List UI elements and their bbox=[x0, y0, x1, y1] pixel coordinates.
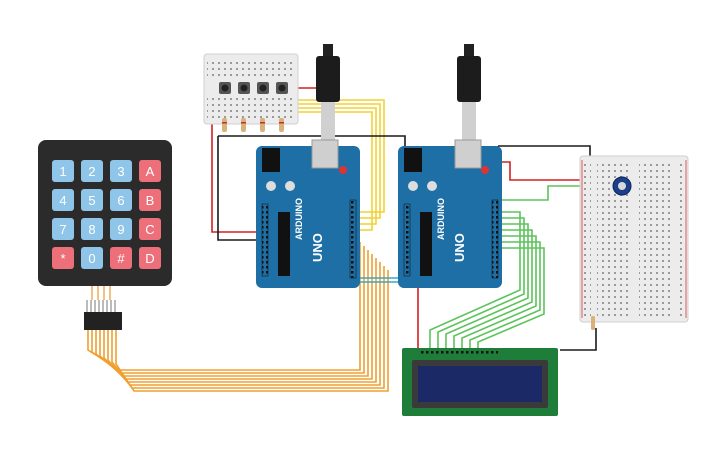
keypad-key-face bbox=[110, 247, 132, 269]
keypad-key-face bbox=[52, 160, 74, 182]
arduino-model-text: UNO bbox=[310, 233, 325, 262]
keypad-pins bbox=[86, 300, 116, 312]
keypad-wires bbox=[87, 242, 389, 392]
keypad-key-face bbox=[110, 218, 132, 240]
keypad-key-face bbox=[139, 247, 161, 269]
keypad-key-*[interactable]: * bbox=[52, 247, 74, 269]
keypad-connector bbox=[84, 312, 122, 330]
keypad-key-face bbox=[81, 189, 103, 211]
keypad-key-face bbox=[81, 160, 103, 182]
keypad-key-face bbox=[81, 247, 103, 269]
usb-plug-left bbox=[323, 44, 333, 56]
keypad-key-label: A bbox=[146, 164, 155, 179]
atmega-chip bbox=[420, 212, 432, 276]
keypad-key-A[interactable]: A bbox=[139, 160, 161, 182]
arduino-brand-text: ARDUINO bbox=[294, 198, 304, 240]
arduino-brand-text: ARDUINO bbox=[436, 198, 446, 240]
keypad-key-#[interactable]: # bbox=[110, 247, 132, 269]
keypad-key-B[interactable]: B bbox=[139, 189, 161, 211]
keypad-key-label: C bbox=[145, 222, 154, 237]
keypad-key-label: D bbox=[145, 251, 154, 266]
keypad-key-label: 0 bbox=[88, 251, 95, 266]
keypad-key-6[interactable]: 6 bbox=[110, 189, 132, 211]
usb-cables bbox=[316, 44, 481, 146]
keypad-key-7[interactable]: 7 bbox=[52, 218, 74, 240]
arduino-uno-right[interactable]: ARDUINO UNO bbox=[398, 139, 502, 288]
keypad-key-face bbox=[52, 218, 74, 240]
resistor bbox=[591, 316, 595, 330]
keypad-keys: 1 2 3 A 4 5 6 B 7 8 9 C * 0 # D bbox=[52, 160, 161, 269]
power-jack bbox=[404, 148, 422, 172]
keypad-key-face bbox=[110, 160, 132, 182]
keypad-key-label: 7 bbox=[59, 222, 66, 237]
keypad-key-3[interactable]: 3 bbox=[110, 160, 132, 182]
lcd-wires bbox=[429, 185, 580, 350]
keypad-key-8[interactable]: 8 bbox=[81, 218, 103, 240]
pushbuttons bbox=[219, 82, 288, 94]
keypad-key-label: 9 bbox=[117, 222, 124, 237]
keypad-key-face bbox=[139, 189, 161, 211]
keypad-key-4[interactable]: 4 bbox=[52, 189, 74, 211]
keypad-key-label: 8 bbox=[88, 222, 95, 237]
keypad-key-C[interactable]: C bbox=[139, 218, 161, 240]
keypad-key-face bbox=[52, 189, 74, 211]
arduino-model-text: UNO bbox=[452, 233, 467, 262]
keypad-key-9[interactable]: 9 bbox=[110, 218, 132, 240]
keypad-key-1[interactable]: 1 bbox=[52, 160, 74, 182]
atmega-chip bbox=[278, 212, 290, 276]
keypad-key-label: 6 bbox=[117, 193, 124, 208]
keypad-key-2[interactable]: 2 bbox=[81, 160, 103, 182]
keypad-key-D[interactable]: D bbox=[139, 247, 161, 269]
lcd-screen bbox=[418, 366, 542, 402]
arduino-uno-left[interactable]: ARDUINO UNO bbox=[256, 139, 360, 288]
keypad-key-label: # bbox=[117, 251, 125, 266]
keypad-key-5[interactable]: 5 bbox=[81, 189, 103, 211]
power-jack bbox=[262, 148, 280, 172]
keypad-key-face bbox=[52, 247, 74, 269]
keypad-key-face bbox=[110, 189, 132, 211]
keypad-key-label: 4 bbox=[59, 193, 66, 208]
lcd-16x2[interactable] bbox=[402, 348, 558, 416]
keypad-key-face bbox=[139, 218, 161, 240]
small-breadboard[interactable] bbox=[203, 53, 299, 132]
keypad-key-label: 3 bbox=[117, 164, 124, 179]
keypad-key-label: 5 bbox=[88, 193, 95, 208]
large-breadboard[interactable] bbox=[579, 155, 689, 330]
usb-plug-right bbox=[464, 44, 474, 56]
keypad-4x4[interactable]: 1 2 3 A 4 5 6 B 7 8 9 C * 0 # D bbox=[38, 140, 172, 330]
keypad-key-label: * bbox=[60, 251, 65, 266]
keypad-key-label: 2 bbox=[88, 164, 95, 179]
keypad-key-label: B bbox=[146, 193, 155, 208]
keypad-key-face bbox=[139, 160, 161, 182]
keypad-key-label: 1 bbox=[59, 164, 66, 179]
keypad-key-0[interactable]: 0 bbox=[81, 247, 103, 269]
resistors bbox=[222, 118, 284, 132]
keypad-key-face bbox=[81, 218, 103, 240]
